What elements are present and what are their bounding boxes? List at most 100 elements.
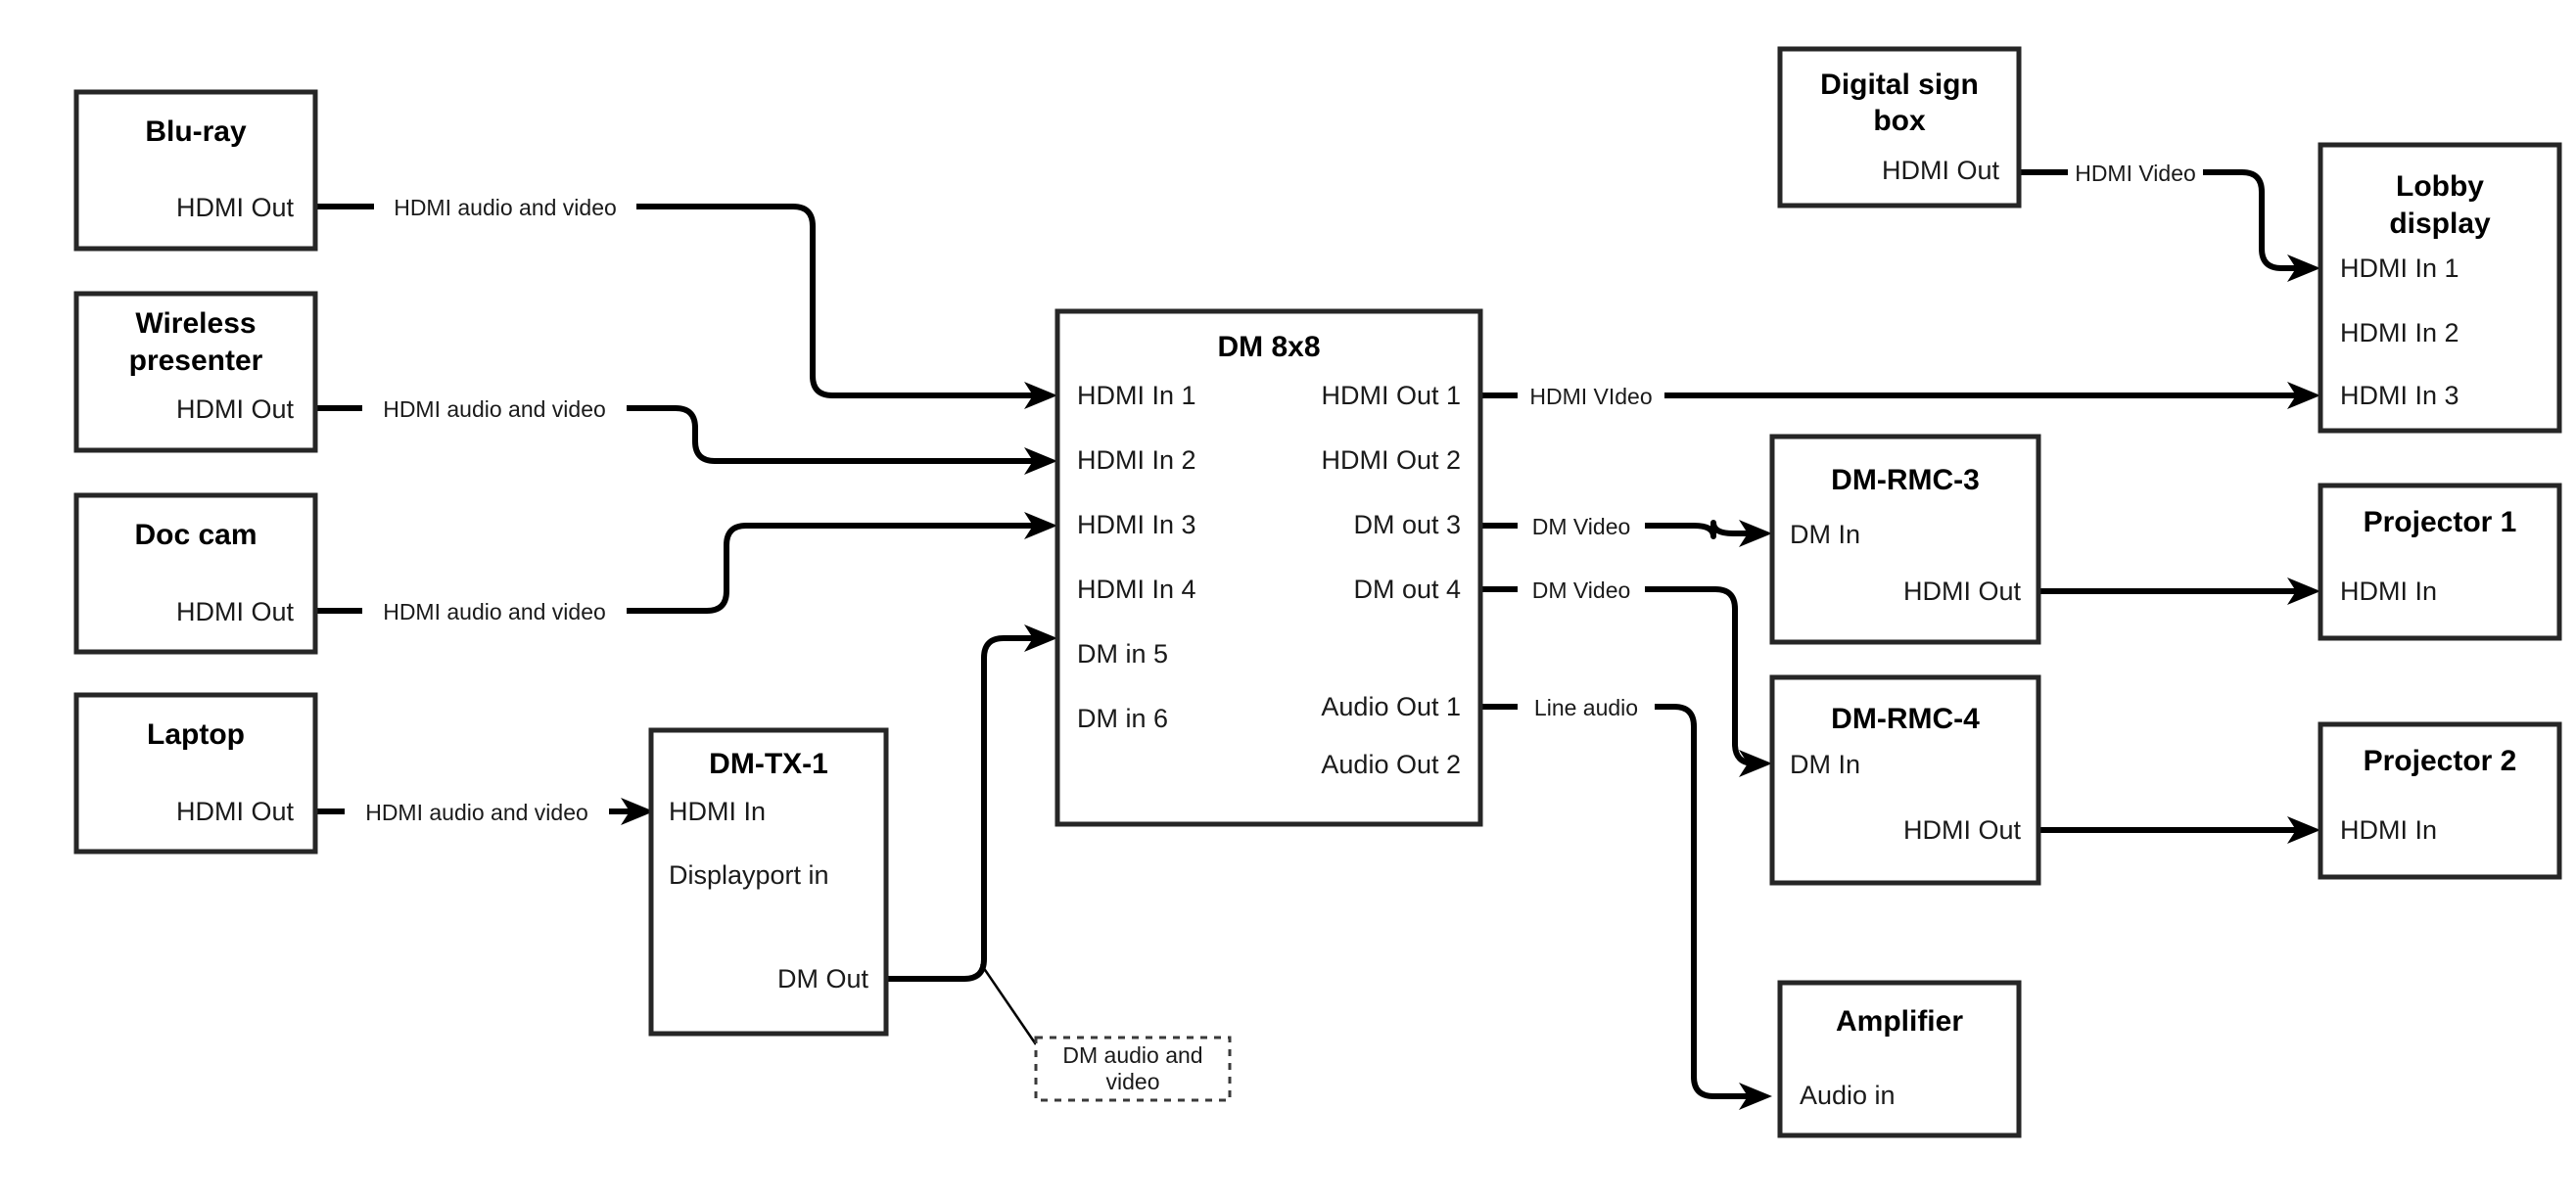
- device-wireless-presenter[interactable]: Wireless presenter HDMI Out: [73, 291, 318, 453]
- device-bluray[interactable]: Blu-ray HDMI Out: [73, 89, 318, 252]
- device-digital-sign-box-title-line1: Digital sign: [1820, 69, 1979, 101]
- device-lobby-display-port-hdmi-in-3: HDMI In 3: [2340, 381, 2459, 410]
- device-amplifier-port-audio-in: Audio in: [1800, 1081, 1896, 1110]
- device-dm-8x8-box[interactable]: [1054, 308, 1483, 827]
- device-dm-tx-1-port-dm-out: DM Out: [777, 964, 869, 993]
- device-lobby-display-port-hdmi-in-2: HDMI In 2: [2340, 318, 2459, 347]
- device-lobby-display-title-line2: display: [2389, 208, 2491, 240]
- arrowhead-projector2-hdmi-in: [2287, 816, 2320, 844]
- arrowhead-dmrmc4-dm-in: [1739, 750, 1772, 777]
- device-laptop[interactable]: Laptop HDMI Out: [73, 692, 318, 855]
- edge-label-dm-out3: DM Video: [1532, 514, 1631, 539]
- edge-label-bluray-to-in1: HDMI audio and video: [394, 195, 617, 220]
- device-lobby-display-title-line1: Lobby: [2396, 170, 2484, 203]
- device-dm-rmc-4[interactable]: DM-RMC-4 DM In HDMI Out: [1769, 674, 2041, 886]
- device-dm-8x8-output-dm-out-3: DM out 3: [1353, 510, 1461, 539]
- device-projector-1-box[interactable]: [2318, 483, 2562, 641]
- arrowhead-dm8x8-in1: [1024, 382, 1057, 409]
- device-bluray-box[interactable]: [73, 89, 318, 252]
- arrowhead-lobby-in1: [2287, 254, 2320, 282]
- note-dm-audio-and-video: DM audio and video: [1034, 1036, 1232, 1102]
- arrowhead-dm8x8-in3: [1024, 512, 1057, 539]
- device-dm-rmc-4-port-dm-in: DM In: [1790, 750, 1860, 779]
- device-amplifier-box[interactable]: [1777, 980, 2022, 1138]
- device-projector-2-title: Projector 2: [2364, 745, 2517, 777]
- note-dm-audio-and-video-line2: video: [1106, 1069, 1160, 1094]
- wire-digitalsign-to-lobby-in1: [2019, 169, 2301, 271]
- wire-dm8x8-audioout1-to-amplifier: [1480, 704, 1753, 1099]
- edge-label-wireless-to-in2: HDMI audio and video: [383, 396, 606, 422]
- edge-label-audio-out1: Line audio: [1534, 695, 1638, 720]
- device-lobby-display[interactable]: Lobby display HDMI In 1 HDMI In 2 HDMI I…: [2318, 142, 2562, 434]
- wire-bluray-to-dm8x8-in1: [315, 204, 1038, 398]
- device-dm-8x8-input-hdmi-in-3: HDMI In 3: [1077, 510, 1196, 539]
- device-amplifier[interactable]: Amplifier Audio in: [1777, 980, 2022, 1138]
- device-wireless-presenter-port-hdmi-out: HDMI Out: [176, 394, 295, 424]
- device-laptop-box[interactable]: [73, 692, 318, 855]
- device-doc-cam-port-hdmi-out: HDMI Out: [176, 597, 295, 626]
- arrowhead-dmtx1-hdmi-in: [621, 798, 654, 825]
- device-digital-sign-box-box[interactable]: [1777, 46, 2022, 208]
- device-dm-tx-1-box[interactable]: [648, 727, 889, 1037]
- device-dm-8x8[interactable]: DM 8x8 HDMI In 1 HDMI In 2 HDMI In 3 HDM…: [1054, 308, 1483, 827]
- device-dm-8x8-input-dm-in-5: DM in 5: [1077, 639, 1168, 669]
- arrowhead-dmrmc3-dm-in: [1739, 520, 1772, 547]
- device-dm-rmc-3-box[interactable]: [1769, 434, 2041, 645]
- device-projector-2-box[interactable]: [2318, 721, 2562, 880]
- device-dm-8x8-input-hdmi-in-1: HDMI In 1: [1077, 381, 1196, 410]
- device-dm-8x8-output-dm-out-4: DM out 4: [1353, 575, 1461, 604]
- device-dm-tx-1-port-displayport-in: Displayport in: [669, 860, 829, 890]
- device-dm-8x8-output-hdmi-out-1: HDMI Out 1: [1321, 381, 1461, 410]
- device-doc-cam-box[interactable]: [73, 492, 318, 655]
- arrowhead-dm8x8-in5: [1024, 624, 1057, 652]
- edge-label-sign-to-lobby: HDMI Video: [2075, 161, 2196, 186]
- device-doc-cam[interactable]: Doc cam HDMI Out: [73, 492, 318, 655]
- device-lobby-display-port-hdmi-in-1: HDMI In 1: [2340, 254, 2459, 283]
- device-bluray-port-hdmi-out: HDMI Out: [176, 193, 295, 222]
- wire-dm8x8-out4-to-dmrmc4: [1480, 586, 1757, 766]
- device-amplifier-title: Amplifier: [1836, 1005, 1963, 1038]
- wire-wireless-to-dm8x8-in2: [315, 405, 1038, 464]
- arrowhead-amplifier-audio-in: [1739, 1083, 1772, 1110]
- device-dm-rmc-4-port-hdmi-out: HDMI Out: [1903, 815, 2022, 845]
- device-projector-2[interactable]: Projector 2 HDMI In: [2318, 721, 2562, 880]
- device-projector-1-port-hdmi-in: HDMI In: [2340, 577, 2437, 606]
- device-dm-tx-1-port-hdmi-in: HDMI In: [669, 797, 766, 826]
- device-dm-8x8-input-dm-in-6: DM in 6: [1077, 704, 1168, 733]
- device-dm-8x8-input-hdmi-in-2: HDMI In 2: [1077, 445, 1196, 475]
- device-digital-sign-box-port-hdmi-out: HDMI Out: [1882, 156, 2000, 185]
- device-projector-1-title: Projector 1: [2364, 506, 2517, 538]
- edge-label-doccam-to-in3: HDMI audio and video: [383, 599, 606, 624]
- edge-label-hdmi-out1: HDMI VIdeo: [1529, 384, 1652, 409]
- device-dm-rmc-3-title: DM-RMC-3: [1831, 464, 1980, 496]
- device-projector-1[interactable]: Projector 1 HDMI In: [2318, 483, 2562, 641]
- arrowhead-projector1-hdmi-in: [2287, 577, 2320, 605]
- device-projector-2-port-hdmi-in: HDMI In: [2340, 815, 2437, 845]
- edge-label-dm-out4: DM Video: [1532, 577, 1631, 603]
- device-dm-rmc-3-port-dm-in: DM In: [1790, 520, 1860, 549]
- device-dm-tx-1[interactable]: DM-TX-1 HDMI In Displayport in DM Out: [648, 727, 889, 1037]
- wire-dmtx1-to-dm8x8-in5: [886, 635, 1038, 982]
- device-bluray-title: Blu-ray: [145, 115, 247, 148]
- arrowhead-dm8x8-in2: [1024, 447, 1057, 475]
- edge-label-laptop-to-dmtx1: HDMI audio and video: [365, 800, 588, 825]
- device-dm-8x8-output-audio-out-1: Audio Out 1: [1321, 692, 1461, 721]
- device-wireless-presenter-box[interactable]: [73, 291, 318, 453]
- note-dm-audio-and-video-line1: DM audio and: [1062, 1042, 1202, 1068]
- device-lobby-display-box[interactable]: [2318, 142, 2562, 434]
- device-dm-rmc-3[interactable]: DM-RMC-3 DM In HDMI Out: [1769, 434, 2041, 645]
- device-dm-rmc-3-port-hdmi-out: HDMI Out: [1903, 577, 2022, 606]
- device-dm-rmc-4-title: DM-RMC-4: [1831, 703, 1980, 735]
- device-digital-sign-box[interactable]: Digital sign box HDMI Out: [1777, 46, 2022, 208]
- device-dm-tx-1-title: DM-TX-1: [709, 748, 828, 780]
- leader-line-dm-audio-video-note: [979, 963, 1038, 1045]
- device-dm-rmc-4-box[interactable]: [1769, 674, 2041, 886]
- note-dm-audio-and-video-box: [1034, 1036, 1232, 1102]
- wire-dm8x8-out3-to-dmrmc3: [1480, 520, 1753, 539]
- device-dm-8x8-output-audio-out-2: Audio Out 2: [1321, 750, 1461, 779]
- arrowhead-lobby-in3: [2287, 382, 2320, 409]
- device-laptop-port-hdmi-out: HDMI Out: [176, 797, 295, 826]
- device-doc-cam-title: Doc cam: [134, 519, 257, 551]
- wire-doccam-to-dm8x8-in3: [315, 523, 1038, 614]
